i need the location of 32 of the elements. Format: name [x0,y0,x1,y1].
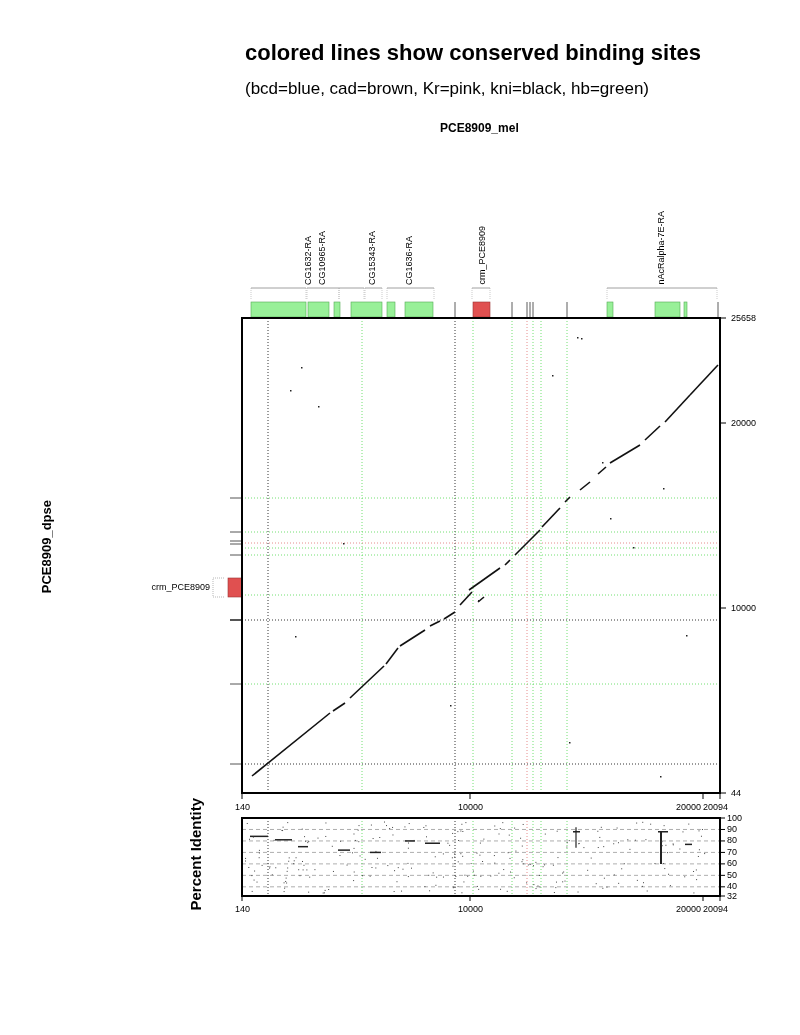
tick-label: 100 [727,813,743,823]
gene-label: CG1636-RA [405,235,414,285]
tick-label: 20094 [703,803,729,812]
tick-label: 80 [727,836,737,846]
tick-label: 140 [235,905,251,914]
tick-label: 90 [727,824,737,834]
tick-label: 60 [727,859,737,869]
gene-label: CG10965-RA [318,230,327,285]
tick-label: 32 [727,891,737,901]
tick-label: 10000 [458,803,484,812]
tick-label: 140 [235,803,251,812]
y-axis-title: Percent Identity [188,798,203,911]
gene-label: nAcRalpha-7E-RA [657,211,666,285]
tick-label: 10000 [731,604,757,613]
tick-label: 10000 [458,905,484,914]
tick-label: 20000 [731,419,757,428]
tick-label: 20000 [675,905,701,914]
tick-label: 70 [727,847,737,857]
tick-label: 20094 [703,905,729,914]
tick-label: 40 [727,882,737,892]
chart-title: colored lines show conserved binding sites [245,42,701,64]
tick-label: 20000 [675,803,701,812]
gene-label: CG15343-RA [368,230,377,285]
x-axis-title: PCE8909_mel [440,122,519,134]
gene-label: crm_PCE8909 [478,226,487,285]
feature-label: crm_PCE8909 [151,583,210,592]
gene-label: CG1632-RA [304,235,313,285]
subtitle: (bcd=blue, cad=brown, Kr=pink, kni=black, hb=green) [245,80,649,97]
y-axis-title: PCE8909_dpse [40,500,53,594]
tick-label: 50 [727,870,737,880]
tick-label: 25658 [731,314,757,323]
tick-label: 44 [731,789,741,798]
